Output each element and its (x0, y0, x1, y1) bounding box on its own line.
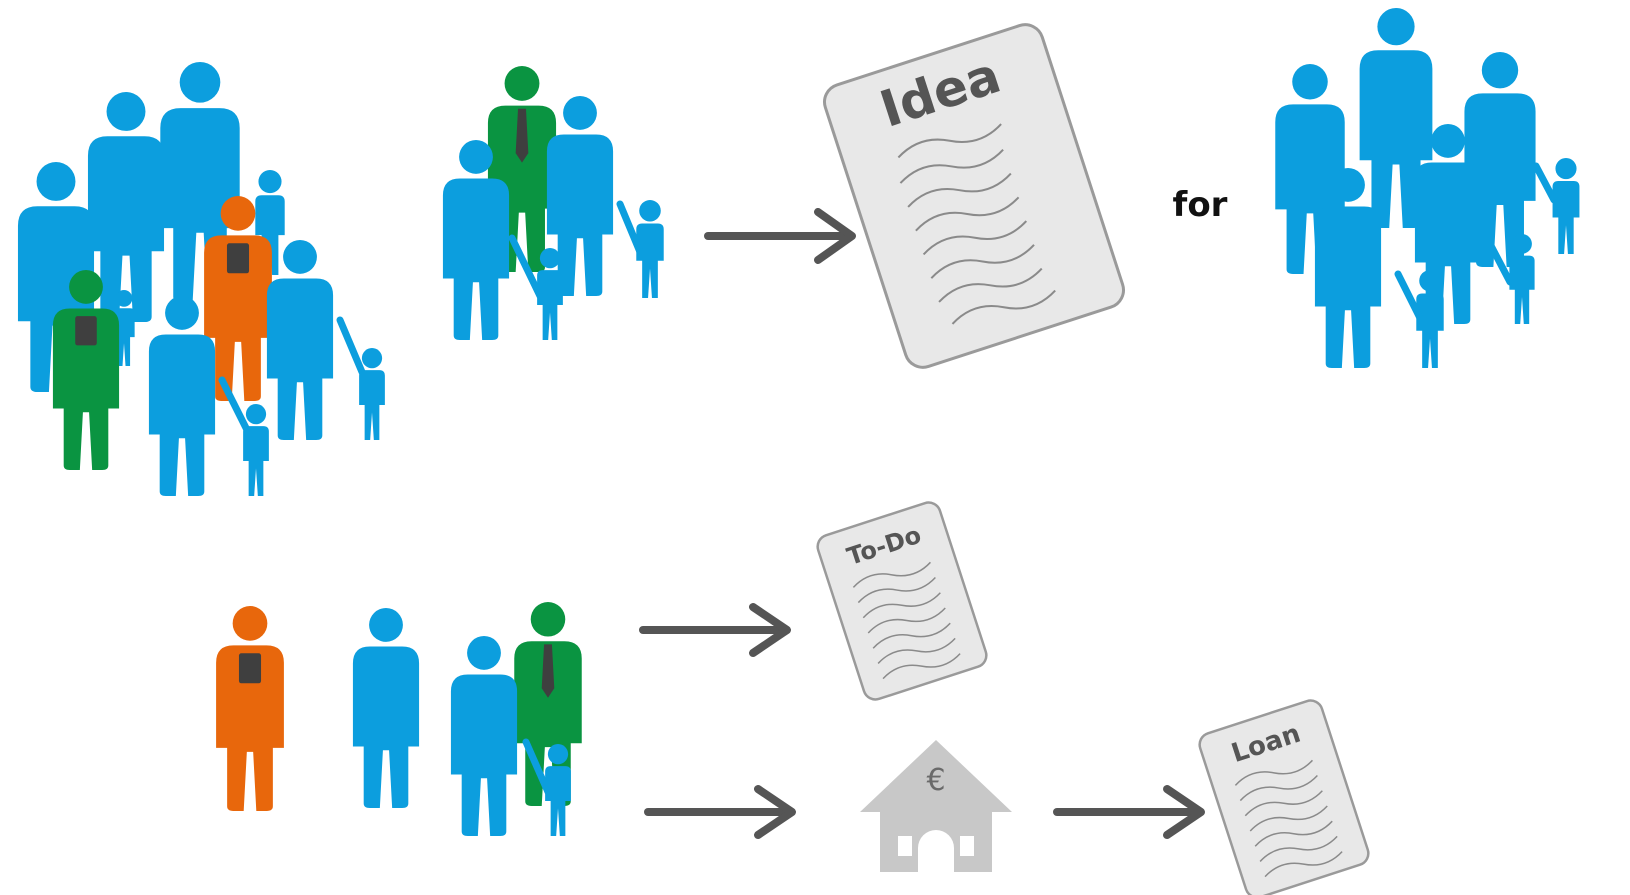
person-icon (204, 196, 272, 401)
person-icon (52, 270, 120, 470)
tie-icon (515, 108, 529, 163)
idea-document-icon: Idea (823, 23, 1125, 369)
holding-hand (1394, 270, 1424, 322)
for-label: for (1173, 185, 1228, 225)
person-icon (352, 608, 420, 808)
child-person-icon (636, 200, 664, 298)
child-person-icon (359, 348, 385, 440)
individual-person (216, 606, 284, 811)
person-icon (450, 636, 518, 836)
holding-hand (522, 738, 552, 796)
holding-hand (1532, 162, 1558, 204)
person-icon (1464, 52, 1536, 267)
community-group (1275, 8, 1580, 368)
child-person-icon (537, 248, 563, 340)
holding-hand (336, 316, 366, 376)
project-team-group-bottom (352, 602, 582, 836)
person-icon (266, 239, 334, 440)
child-person-icon (545, 744, 571, 836)
person-icon (514, 602, 582, 806)
person-icon (87, 92, 165, 322)
child-person-icon (1416, 270, 1444, 368)
crowd-group (17, 62, 385, 496)
person-icon (216, 606, 284, 811)
arrow-icon (704, 208, 856, 264)
tablet-icon (238, 653, 262, 684)
todo-document-icon: To-Do (816, 501, 988, 701)
loan-document-icon: Loan (1198, 699, 1370, 895)
person-icon (442, 140, 510, 340)
tablet-icon (75, 316, 97, 346)
person-icon (546, 96, 614, 296)
child-person-icon (1552, 158, 1580, 254)
arrow-icon (639, 603, 791, 657)
tie-icon (541, 644, 555, 698)
person-icon (148, 296, 216, 496)
arrow-icon (1053, 785, 1205, 839)
child-person-icon (1509, 234, 1535, 324)
holding-hand (508, 234, 544, 300)
holding-hand (1484, 236, 1514, 286)
currency-symbol: € (926, 763, 945, 798)
tablet-icon (226, 243, 250, 274)
child-person-icon (243, 404, 269, 496)
holding-hand (218, 376, 250, 432)
holding-hand (616, 200, 644, 256)
person-icon (1359, 8, 1433, 228)
arrow-icon (644, 785, 796, 839)
person-icon (1314, 168, 1382, 368)
project-team-group (442, 66, 664, 340)
house-icon: € (860, 740, 1012, 872)
